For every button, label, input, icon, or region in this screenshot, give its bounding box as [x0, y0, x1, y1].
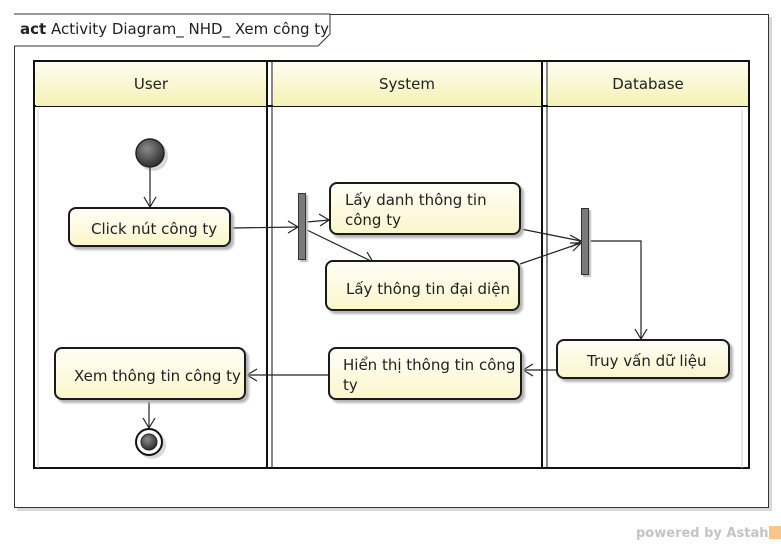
action-label: Lấy danh thông tin — [345, 191, 487, 209]
action-label: Xem thông tin công ty — [74, 367, 241, 385]
action-get-company-list[interactable]: Lấy danh thông tin công ty — [329, 182, 521, 235]
astah-logo-icon — [769, 526, 781, 539]
action-label: Lấy thông tin đại diện — [346, 280, 510, 298]
edge-fork1-rep — [306, 229, 374, 263]
edge-rep-fork2 — [519, 242, 582, 265]
action-label: Click nút công ty — [91, 220, 218, 238]
edge-click-fork1 — [231, 226, 299, 229]
swimlane-border — [33, 60, 750, 469]
frame-tab — [14, 13, 331, 47]
lane-header-system: System — [273, 62, 541, 106]
action-click-company-button[interactable]: Click nút công ty — [68, 207, 231, 247]
action-label: Hiển thị thông tin công — [343, 356, 516, 374]
edge-fork1-list — [306, 219, 330, 223]
action-query-data[interactable]: Truy vấn dữ liệu — [556, 339, 730, 379]
action-label: công ty — [345, 211, 401, 229]
action-get-representative-info[interactable]: Lấy thông tin đại diện — [325, 260, 520, 311]
action-label: Truy vấn dữ liệu — [587, 352, 707, 370]
lane-header-user: User — [36, 62, 266, 106]
lane-header-database: Database — [548, 62, 748, 106]
edge-fork2-query — [590, 240, 642, 339]
initial-node — [135, 138, 165, 168]
fork-bar-1 — [298, 193, 306, 260]
astah-watermark: powered by Astah — [636, 526, 781, 541]
diagram-title: act Activity Diagram_ NHD_ Xem công ty — [20, 20, 330, 38]
action-label: ty — [343, 376, 358, 394]
edge-list-fork2 — [520, 228, 582, 242]
fork-bar-2 — [581, 208, 589, 275]
action-show-company-info[interactable]: Hiển thị thông tin công ty — [328, 347, 522, 400]
action-view-company-info[interactable]: Xem thông tin công ty — [54, 347, 246, 400]
